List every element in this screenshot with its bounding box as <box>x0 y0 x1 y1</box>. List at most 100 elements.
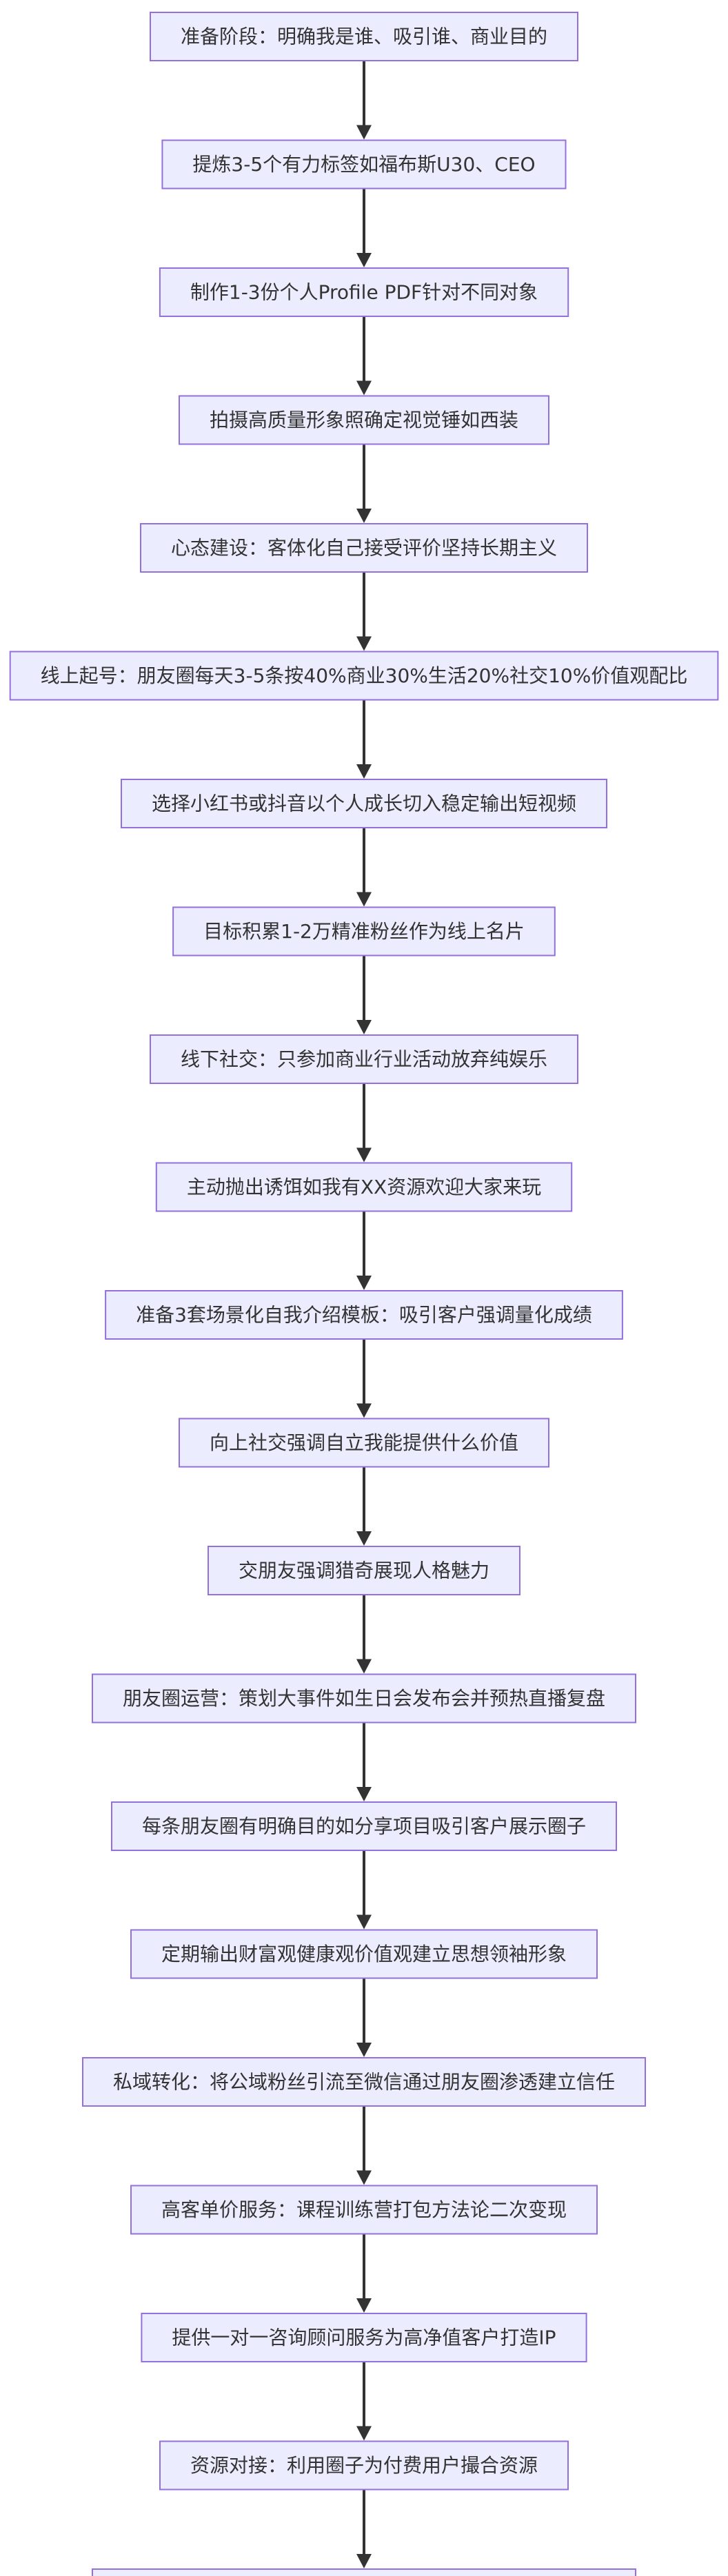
flow-node-2: 提炼3-5个有力标签如福布斯U30、CEO <box>161 139 567 190</box>
flow-arrow-19 <box>356 2362 372 2441</box>
flow-arrow-16 <box>356 1978 372 2057</box>
flow-node-14: 朋友圈运营：策划大事件如生日会发布会并预热直播复盘 <box>92 1673 636 1724</box>
flow-node-21: 长期维护：通过社群线下聚会维护核心用户形成口碑裂变 <box>92 2568 636 2576</box>
arrow-head <box>356 636 372 651</box>
flow-node-label: 定期输出财富观健康观价值观建立思想领袖形象 <box>161 1943 567 1965</box>
flow-node-box <box>172 906 556 957</box>
flow-node-label: 向上社交强调自立我能提供什么价值 <box>210 1431 518 1454</box>
flow-node-box <box>130 1929 598 1979</box>
flow-arrow-11 <box>356 1339 372 1418</box>
flow-node-box <box>159 2440 569 2491</box>
flow-node-box <box>130 2185 598 2235</box>
flow-node-label: 每条朋友圈有明确目的如分享项目吸引客户展示圈子 <box>142 1815 586 1838</box>
flow-node-box <box>150 12 578 61</box>
arrow-head <box>356 1659 372 1674</box>
arrow-head <box>356 380 372 396</box>
flow-node-label: 拍摄高质量形象照确定视觉锤如西装 <box>210 409 518 431</box>
flow-node-7: 选择小红书或抖音以个人成长切入稳定输出短视频 <box>121 779 607 828</box>
arrow-head <box>356 2554 372 2568</box>
flow-arrow-4 <box>356 444 372 523</box>
flow-node-label: 制作1-3份个人Profile PDF针对不同对象 <box>190 281 538 304</box>
flow-node-label: 私域转化：将公域粉丝引流至微信通过朋友圈渗透建立信任 <box>113 2071 615 2094</box>
flow-node-label: 资源对接：利用圈子为付费用户撮合资源 <box>190 2454 538 2477</box>
flow-node-box <box>121 779 607 828</box>
arrow-head <box>356 1403 372 1418</box>
flow-arrow-12 <box>356 1466 372 1546</box>
flow-node-label: 线下社交：只参加商业行业活动放弃纯娱乐 <box>181 1048 547 1071</box>
flow-node-box <box>141 2313 587 2362</box>
flow-arrow-1 <box>356 61 372 140</box>
flow-arrow-3 <box>356 316 372 396</box>
flow-arrow-2 <box>356 188 372 267</box>
arrow-head <box>356 892 372 907</box>
arrow-head <box>356 2170 372 2185</box>
arrow-head <box>356 509 372 523</box>
flow-edges <box>356 61 372 2568</box>
arrow-head <box>356 1914 372 1930</box>
flow-node-box <box>150 1034 578 1084</box>
flow-arrow-18 <box>356 2233 372 2313</box>
flow-node-box <box>161 139 567 190</box>
flow-node-label: 朋友圈运营：策划大事件如生日会发布会并预热直播复盘 <box>123 1687 605 1710</box>
flow-arrow-9 <box>356 1083 372 1163</box>
arrow-head <box>356 2298 372 2313</box>
flow-node-12: 向上社交强调自立我能提供什么价值 <box>179 1418 549 1468</box>
arrow-head <box>356 2426 372 2441</box>
flow-arrow-14 <box>356 1722 372 1801</box>
arrow-head <box>356 1276 372 1290</box>
arrow-head <box>356 1020 372 1034</box>
flow-node-4: 拍摄高质量形象照确定视觉锤如西装 <box>179 395 549 445</box>
flow-node-13: 交朋友强调猎奇展现人格魅力 <box>208 1546 520 1595</box>
flow-node-label: 目标积累1-2万精准粉丝作为线上名片 <box>203 920 525 943</box>
flow-arrow-10 <box>356 1211 372 1290</box>
flow-node-3: 制作1-3份个人Profile PDF针对不同对象 <box>159 267 569 317</box>
flow-arrow-6 <box>356 699 372 779</box>
flow-node-1: 准备阶段：明确我是谁、吸引谁、商业目的 <box>150 12 578 61</box>
flow-node-label: 心态建设：客体化自己接受评价坚持长期主义 <box>171 537 557 560</box>
flow-node-11: 准备3套场景化自我介绍模板：吸引客户强调量化成绩 <box>105 1290 623 1340</box>
arrow-head <box>356 1147 372 1163</box>
flow-arrow-20 <box>356 2489 372 2568</box>
flow-node-box <box>140 523 588 573</box>
flow-node-10: 主动抛出诱饵如我有XX资源欢迎大家来玩 <box>155 1162 573 1212</box>
flow-node-5: 心态建设：客体化自己接受评价坚持长期主义 <box>140 523 588 573</box>
arrow-head <box>356 2043 372 2057</box>
flow-node-label: 高客单价服务：课程训练营打包方法论二次变现 <box>161 2198 567 2221</box>
flow-arrow-8 <box>356 955 372 1034</box>
flow-node-box <box>179 395 549 445</box>
flow-arrow-13 <box>356 1595 372 1674</box>
flow-node-label: 选择小红书或抖音以个人成长切入稳定输出短视频 <box>152 793 576 815</box>
flow-node-box <box>111 1801 617 1851</box>
flow-node-box <box>155 1162 573 1212</box>
flow-arrow-15 <box>356 1850 372 1930</box>
flow-node-19: 提供一对一咨询顾问服务为高净值客户打造IP <box>141 2313 587 2362</box>
flow-node-9: 线下社交：只参加商业行业活动放弃纯娱乐 <box>150 1034 578 1084</box>
flow-node-box <box>82 2057 646 2107</box>
flow-node-label: 准备3套场景化自我介绍模板：吸引客户强调量化成绩 <box>136 1304 592 1327</box>
flow-node-17: 私域转化：将公域粉丝引流至微信通过朋友圈渗透建立信任 <box>82 2057 646 2107</box>
flow-arrow-17 <box>356 2106 372 2185</box>
flow-nodes: 准备阶段：明确我是谁、吸引谁、商业目的提炼3-5个有力标签如福布斯U30、CEO… <box>9 12 719 2576</box>
arrow-head <box>356 1531 372 1546</box>
arrow-head <box>356 764 372 779</box>
flow-node-16: 定期输出财富观健康观价值观建立思想领袖形象 <box>130 1929 598 1979</box>
flow-node-6: 线上起号：朋友圈每天3-5条按40%商业30%生活20%社交10%价值观配比 <box>9 651 719 701</box>
flow-arrow-7 <box>356 828 372 907</box>
flow-node-18: 高客单价服务：课程训练营打包方法论二次变现 <box>130 2185 598 2235</box>
flow-node-label: 线上起号：朋友圈每天3-5条按40%商业30%生活20%社交10%价值观配比 <box>41 664 688 687</box>
flow-node-label: 准备阶段：明确我是谁、吸引谁、商业目的 <box>181 25 547 48</box>
flow-node-label: 提供一对一咨询顾问服务为高净值客户打造IP <box>172 2327 556 2349</box>
arrow-head <box>356 253 372 267</box>
flow-node-box <box>92 1673 636 1724</box>
flow-node-20: 资源对接：利用圈子为付费用户撮合资源 <box>159 2440 569 2491</box>
flow-node-box <box>9 651 719 701</box>
flow-node-label: 交朋友强调猎奇展现人格魅力 <box>239 1560 489 1582</box>
flow-node-15: 每条朋友圈有明确目的如分享项目吸引客户展示圈子 <box>111 1801 617 1851</box>
flow-arrow-5 <box>356 572 372 651</box>
arrow-head <box>356 125 372 140</box>
flow-node-box <box>105 1290 623 1340</box>
flow-node-box <box>208 1546 520 1595</box>
flow-node-box <box>179 1418 549 1468</box>
flow-node-8: 目标积累1-2万精准粉丝作为线上名片 <box>172 906 556 957</box>
